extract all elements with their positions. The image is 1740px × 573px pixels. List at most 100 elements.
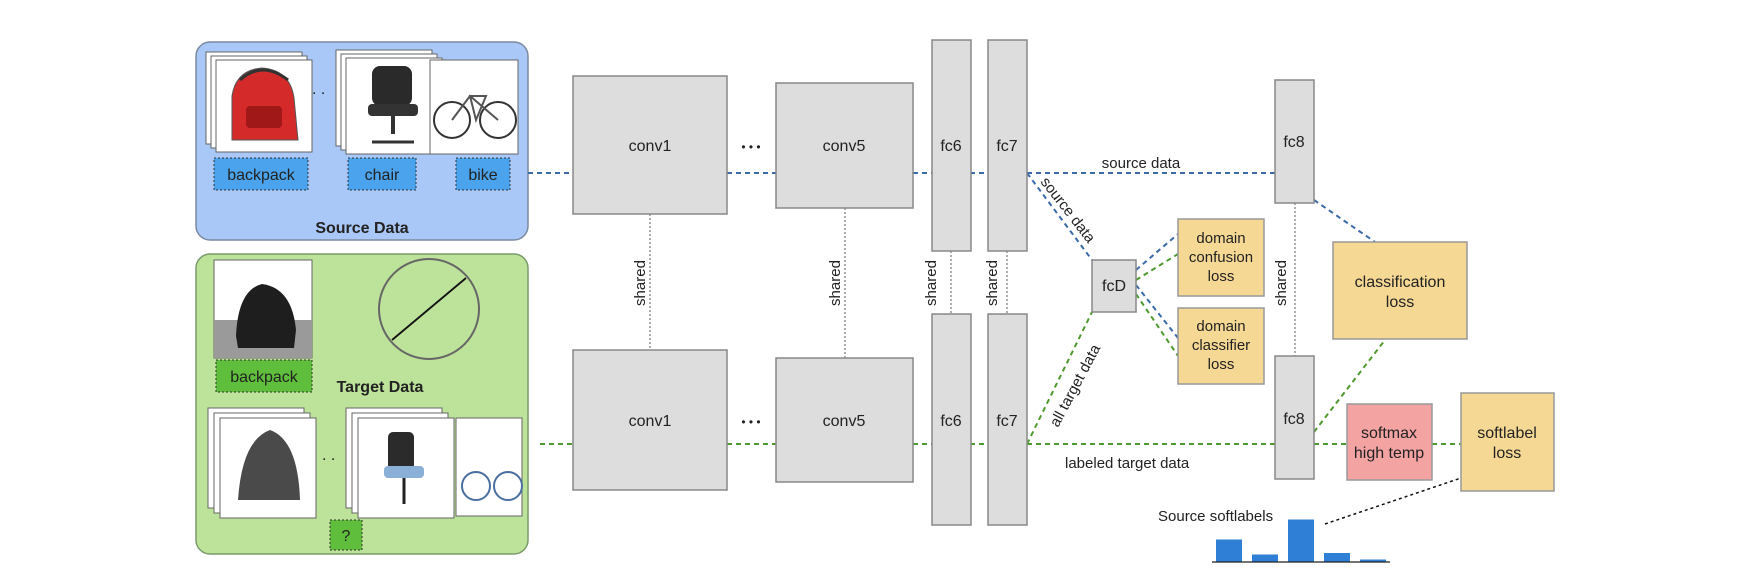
softmax-high-temp: softmax high temp bbox=[1346, 403, 1433, 481]
source-data-panel: . . backpack chair bike Source Data bbox=[195, 41, 529, 241]
softlabel-line2: loss bbox=[1493, 445, 1521, 462]
layer-fc8-top bbox=[1274, 79, 1315, 204]
target-unlabeled-backpack-images bbox=[207, 407, 317, 519]
softlabels-bars bbox=[1216, 519, 1386, 562]
target-tag-backpack-label: backpack bbox=[230, 369, 299, 386]
source-backpack-image bbox=[205, 51, 313, 153]
source-ellipsis: . . bbox=[312, 81, 325, 98]
softmax-line1: softmax bbox=[1361, 425, 1417, 442]
layer-conv5-bottom bbox=[775, 357, 914, 483]
softlabel-bar bbox=[1288, 519, 1314, 562]
classification-loss-box bbox=[1332, 241, 1468, 340]
source-chair-image bbox=[335, 49, 443, 155]
layer-fc7-top-label: fc7 bbox=[996, 138, 1017, 155]
domain-confusion-loss-box bbox=[1177, 218, 1265, 297]
domain-classifier-loss: domain classifier loss bbox=[1177, 307, 1265, 385]
softlabel-loss: softlabel loss bbox=[1460, 392, 1555, 492]
shared-labels: shared shared shared shared shared bbox=[632, 260, 1290, 306]
edge-fcD-classifier-blue bbox=[1135, 284, 1179, 339]
target-tag-unknown bbox=[329, 519, 363, 551]
softlabel-bar bbox=[1216, 539, 1242, 562]
target-panel-title: Target Data bbox=[337, 379, 424, 396]
data-flow-lines bbox=[528, 172, 1462, 525]
edge-label-labeled-target-data: labeled target data bbox=[1065, 455, 1190, 472]
softlabel-bar bbox=[1324, 553, 1350, 562]
target-unlabeled-chair-images bbox=[345, 407, 455, 519]
softlabel-line1: softlabel bbox=[1477, 425, 1537, 442]
softlabel-bar bbox=[1252, 554, 1278, 562]
domain-classifier-line3: loss bbox=[1208, 356, 1235, 373]
layer-fc8-bottom bbox=[1274, 355, 1315, 480]
shared-label-fc8: shared bbox=[1273, 260, 1290, 306]
shared-label-fc6: shared bbox=[923, 260, 940, 306]
source-tag-bike bbox=[455, 157, 511, 191]
edge-fc8-classification-blue bbox=[1313, 199, 1376, 243]
source-softlabels: Source softlabels bbox=[1158, 508, 1390, 563]
domain-confusion-line3: loss bbox=[1208, 268, 1235, 285]
layer-fc7-bottom bbox=[987, 313, 1028, 526]
source-bike-image bbox=[429, 59, 519, 155]
target-unlabeled-bike-image bbox=[455, 417, 523, 517]
layer-fc6-top-label: fc6 bbox=[940, 138, 961, 155]
target-data-panel: backpack Target Data . . ? bbox=[195, 253, 529, 555]
softlabel-loss-box bbox=[1460, 392, 1555, 492]
source-tag-backpack bbox=[213, 157, 309, 191]
layer-conv1-top bbox=[572, 75, 728, 215]
edge-fcD-confusion-green bbox=[1135, 253, 1179, 281]
shared-label-conv1: shared bbox=[632, 260, 649, 306]
layer-ellipsis-top: • • • bbox=[741, 140, 760, 154]
layer-fc7-bottom-label: fc7 bbox=[996, 413, 1017, 430]
softlabel-bar bbox=[1360, 559, 1386, 562]
layer-fc7-top bbox=[987, 39, 1028, 252]
domain-classifier-line1: domain bbox=[1196, 318, 1245, 335]
target-tag-backpack bbox=[215, 359, 313, 393]
domain-confusion-line2: confusion bbox=[1189, 249, 1253, 266]
edge-label-source-data-diag: source data bbox=[1037, 174, 1099, 247]
shared-label-fc7: shared bbox=[984, 260, 1001, 306]
edge-target-fc7-fcD bbox=[1026, 311, 1093, 445]
source-tag-bike-label: bike bbox=[468, 167, 497, 184]
softmax-line2: high temp bbox=[1354, 445, 1424, 462]
domain-classifier-loss-box bbox=[1177, 307, 1265, 385]
source-network: conv1 • • • conv5 fc6 fc7 fc8 bbox=[572, 39, 1315, 252]
layer-conv1-bottom bbox=[572, 349, 728, 491]
shared-label-conv5: shared bbox=[827, 260, 844, 306]
edge-softlabels-loss bbox=[1324, 477, 1462, 525]
target-ellipsis: . . bbox=[322, 447, 335, 464]
target-network: conv1 • • • conv5 fc6 fc7 fc8 bbox=[572, 313, 1315, 526]
layer-conv1-bottom-label: conv1 bbox=[629, 413, 672, 430]
edge-fcD-classifier-green bbox=[1135, 293, 1179, 357]
target-tag-unknown-label: ? bbox=[342, 528, 351, 545]
source-panel-title: Source Data bbox=[315, 220, 408, 237]
layer-fc6-bottom-label: fc6 bbox=[940, 413, 961, 430]
source-tag-backpack-label: backpack bbox=[227, 167, 296, 184]
layer-fc8-top-label: fc8 bbox=[1283, 134, 1304, 151]
unlabeled-symbol-icon bbox=[378, 258, 480, 360]
layer-fc6-bottom bbox=[931, 313, 972, 526]
domain-confusion-loss: domain confusion loss bbox=[1177, 218, 1265, 297]
layer-fc6-top bbox=[931, 39, 972, 252]
edge-source-fc7-fcD bbox=[1026, 172, 1093, 261]
classification-loss: classification loss bbox=[1332, 241, 1468, 340]
layer-fc8-bottom-label: fc8 bbox=[1283, 411, 1304, 428]
edge-fcD-confusion-blue bbox=[1135, 233, 1179, 271]
layer-fcD bbox=[1091, 259, 1137, 313]
classification-line2: loss bbox=[1386, 294, 1414, 311]
layer-conv1-top-label: conv1 bbox=[629, 138, 672, 155]
classification-line1: classification bbox=[1355, 274, 1446, 291]
layer-conv5-top-label: conv5 bbox=[823, 138, 866, 155]
softlabels-title: Source softlabels bbox=[1158, 508, 1273, 525]
domain-confusion-line1: domain bbox=[1196, 230, 1245, 247]
source-tag-chair bbox=[347, 157, 417, 191]
source-tag-chair-label: chair bbox=[365, 167, 400, 184]
edge-label-source-data: source data bbox=[1102, 155, 1181, 172]
layer-fcD-label: fcD bbox=[1102, 278, 1126, 295]
layer-conv5-top bbox=[775, 82, 914, 209]
layer-conv5-bottom-label: conv5 bbox=[823, 413, 866, 430]
softmax-box bbox=[1346, 403, 1433, 481]
layer-ellipsis-bottom: • • • bbox=[741, 415, 760, 429]
domain-classifier-line2: classifier bbox=[1192, 337, 1250, 354]
edge-fc8-classification-green bbox=[1313, 339, 1386, 433]
target-backpack-image bbox=[213, 259, 313, 359]
